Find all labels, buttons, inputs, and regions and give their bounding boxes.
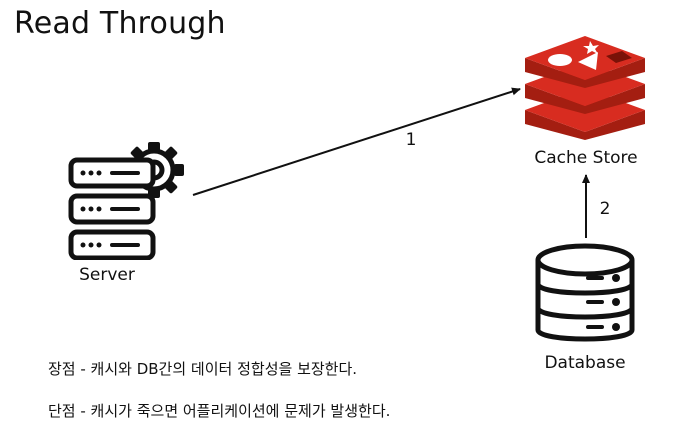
server-label: Server — [79, 265, 135, 285]
page-title: Read Through — [14, 6, 226, 41]
edge-label-2: 2 — [599, 199, 611, 219]
database-icon — [535, 243, 635, 342]
cache-store-label: Cache Store — [534, 148, 638, 168]
pros-note: 장점 - 캐시와 DB간의 데이터 정합성을 보장한다. — [48, 360, 358, 378]
redis-logo-icon — [525, 36, 645, 140]
cons-note: 단점 - 캐시가 죽으면 어플리케이션에 문제가 발생한다. — [48, 402, 391, 420]
server-icon — [68, 142, 184, 260]
database-label: Database — [544, 353, 626, 373]
edge-label-1: 1 — [405, 130, 417, 150]
arrow-server-to-cache — [192, 87, 521, 196]
